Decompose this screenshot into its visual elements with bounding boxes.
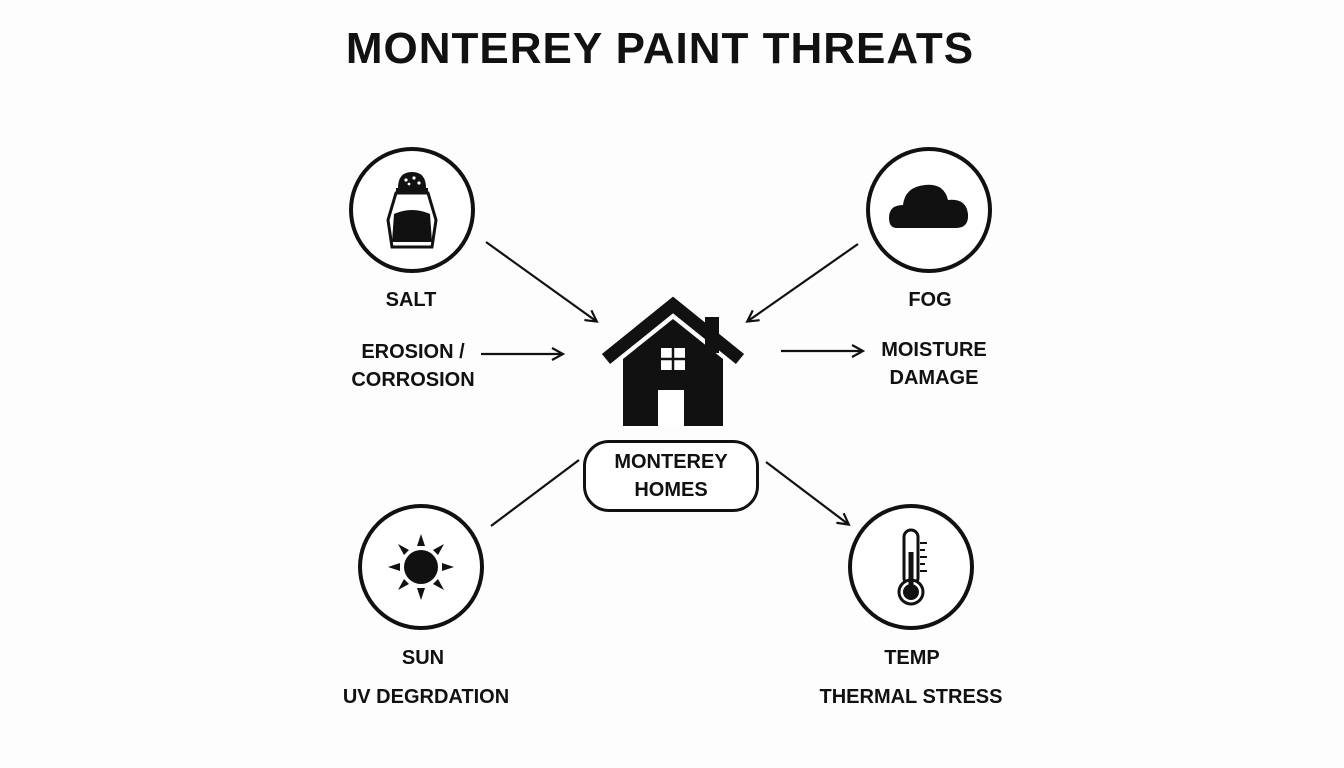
thermometer-icon xyxy=(848,504,974,630)
salt-effect: EROSION / CORROSION xyxy=(343,338,483,394)
fog-effect: MOISTURE DAMAGE xyxy=(864,336,1004,392)
center-label-line-2: HOMES xyxy=(634,479,708,501)
arrow-fog-to-home xyxy=(748,243,859,321)
salt-effect-line-2: CORROSION xyxy=(351,369,475,391)
diagram-title: MONTEREY PAINT THREATS xyxy=(345,24,975,73)
salt-shaker-icon xyxy=(349,147,475,273)
center-label-line-1: MONTEREY xyxy=(614,451,728,473)
arrow-salt-to-home xyxy=(485,241,596,321)
fog-effect-line-1: MOISTURE xyxy=(881,339,987,361)
temp-effect: THERMAL STRESS xyxy=(819,686,1003,708)
sun-effect: UV DEGRDATION xyxy=(342,686,510,708)
fog-effect-line-2: DAMAGE xyxy=(889,367,979,389)
sun-icon xyxy=(358,504,484,630)
salt-label: SALT xyxy=(385,289,437,311)
house-icon xyxy=(601,296,745,426)
monterey-homes-label: MONTEREY HOMES xyxy=(583,440,759,512)
temp-label: TEMP xyxy=(884,647,940,669)
arrow-home-to-temp xyxy=(765,461,848,524)
connector-sun xyxy=(490,459,580,527)
cloud-icon xyxy=(866,147,992,273)
salt-effect-line-1: EROSION / xyxy=(361,341,465,363)
sun-label: SUN xyxy=(401,647,445,669)
fog-label: FOG xyxy=(908,289,952,311)
